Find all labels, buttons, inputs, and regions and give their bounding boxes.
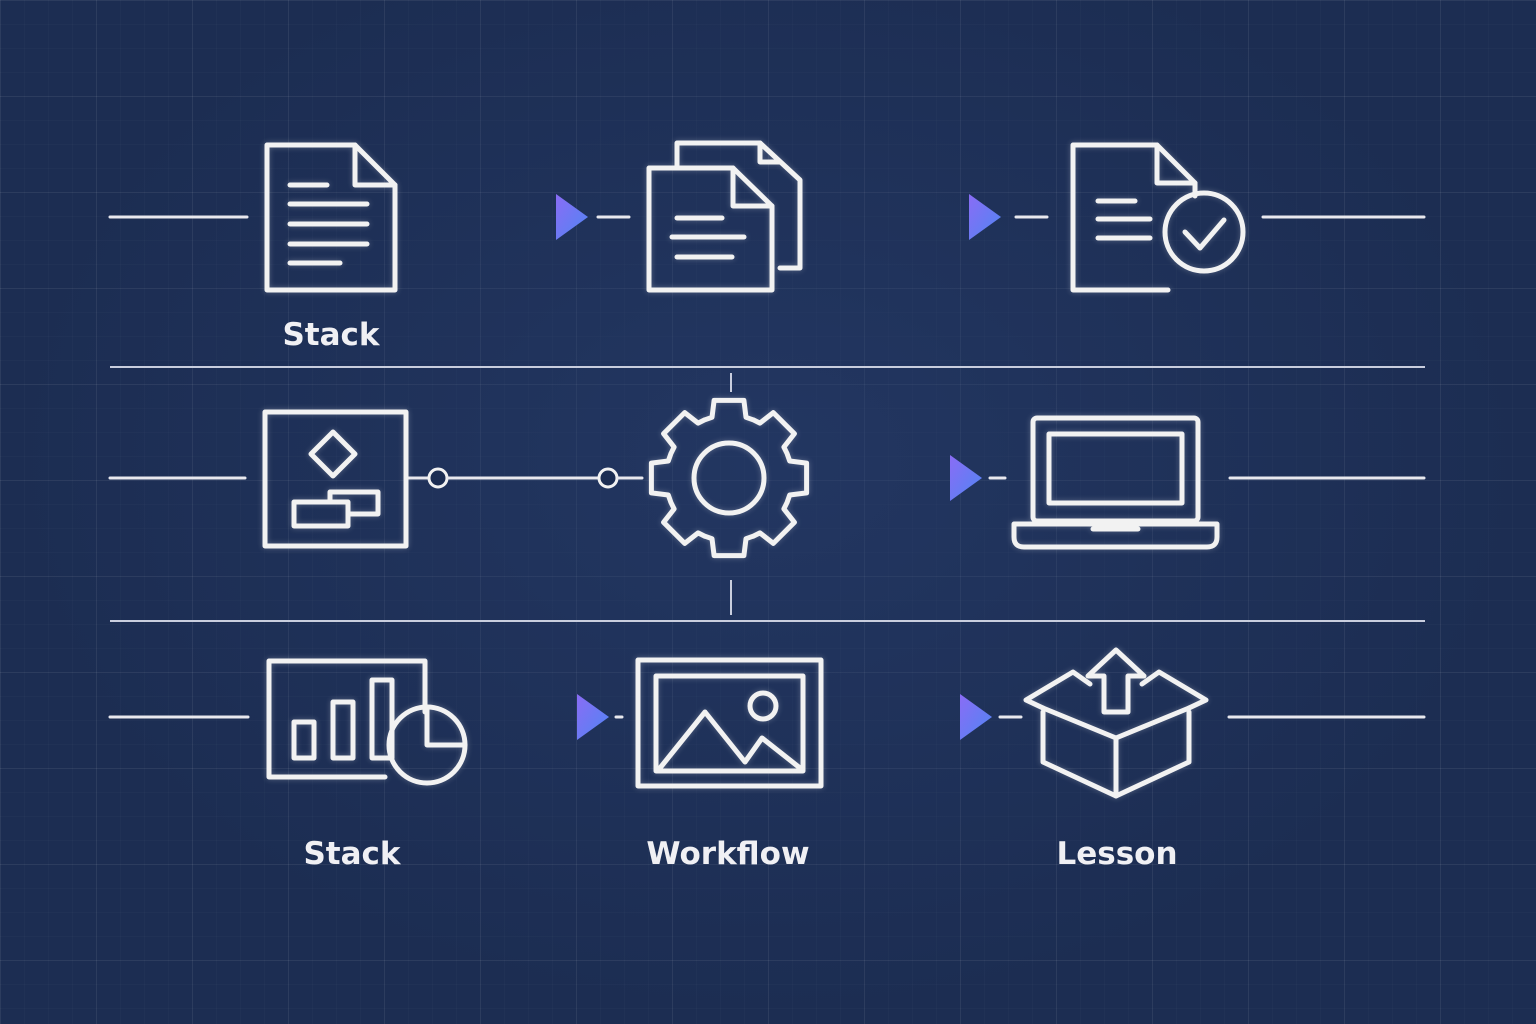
- row1-arrow-1: [422, 194, 588, 240]
- gear-icon: [648, 397, 810, 559]
- row3-arrow-1: [470, 694, 609, 740]
- image-icon: [635, 657, 824, 789]
- open-box-upload-icon: [1023, 647, 1209, 799]
- label-stack-bottom: Stack: [303, 836, 401, 872]
- label-lesson: Lesson: [1056, 836, 1177, 872]
- document-icon: [264, 142, 398, 293]
- row2-connector: [406, 467, 644, 489]
- label-stack-top: Stack: [282, 317, 380, 353]
- row2-arrow: [825, 455, 982, 501]
- documents-copy-icon: [646, 140, 803, 293]
- bar-pie-chart-icon: [266, 658, 468, 786]
- flowchart-icon: [262, 409, 409, 549]
- laptop-icon: [1011, 415, 1220, 550]
- label-workflow: Workflow: [646, 836, 809, 872]
- row3-arrow-2: [841, 694, 992, 740]
- row1-arrow-2: [826, 194, 1001, 240]
- document-check-icon: [1070, 142, 1246, 293]
